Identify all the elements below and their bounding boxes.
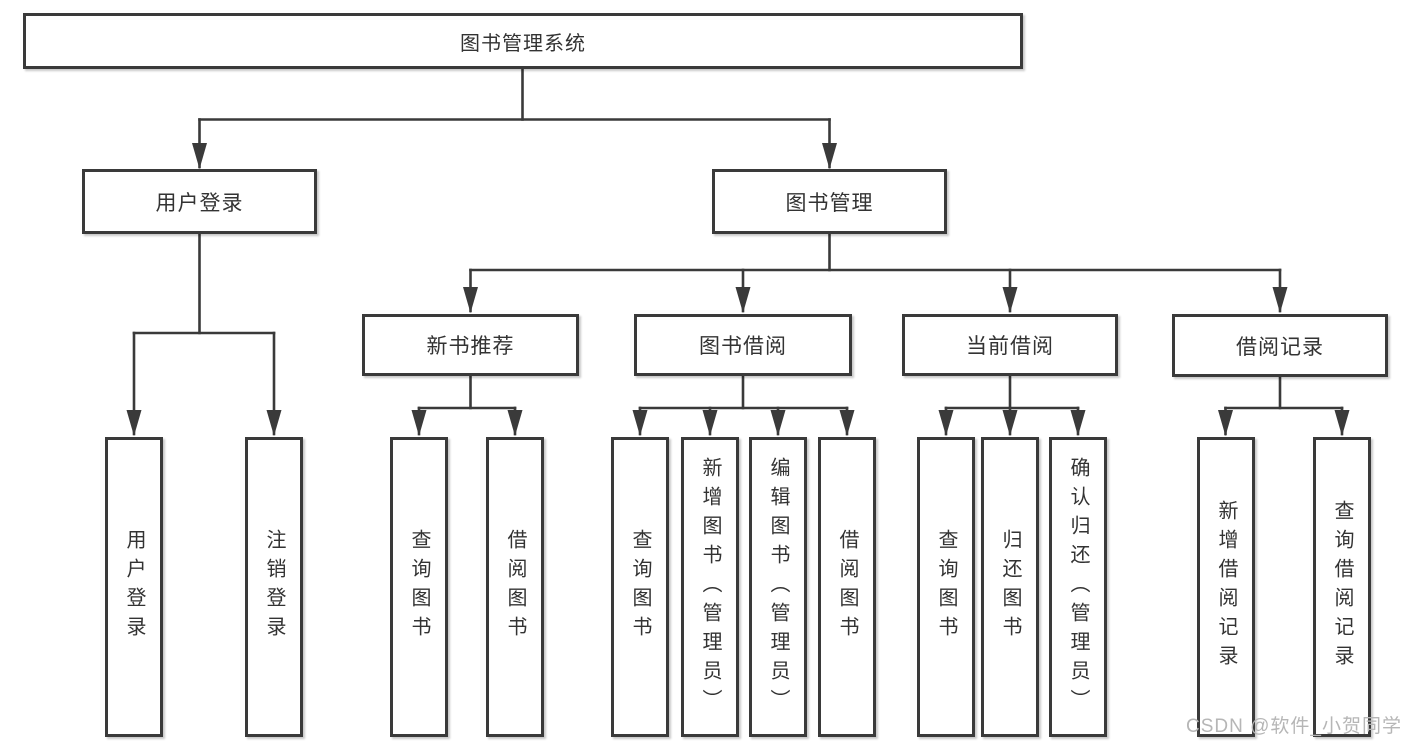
leaf-borrow-books-borrowing: 借阅图书 [818,437,876,737]
node-label: 编辑图书（管理员） [767,456,789,718]
leaf-query-borrow-record: 查询借阅记录 [1313,437,1371,737]
node-label: 查询借阅记录 [1331,500,1353,674]
node-label: 归还图书 [999,529,1021,645]
node-user-login: 用户登录 [82,169,317,234]
node-label: 确认归还（管理员） [1067,456,1089,718]
node-new-book-recommend: 新书推荐 [362,314,579,376]
node-label: 图书借阅 [699,335,787,358]
node-label: 注销登录 [263,529,285,645]
node-label: 新增图书（管理员） [699,456,721,718]
node-label: 图书管理系统 [460,32,586,55]
leaf-logout: 注销登录 [245,437,303,737]
node-label: 新书推荐 [426,335,515,358]
node-label: 图书管理 [785,191,874,215]
node-label: 用户登录 [155,191,244,215]
leaf-edit-book-admin: 编辑图书（管理员） [749,437,807,737]
leaf-borrow-books-recommend: 借阅图书 [486,437,544,737]
node-label: 查询图书 [629,529,651,645]
node-label: 借阅图书 [504,529,526,645]
node-label: 查询图书 [935,529,957,645]
node-label: 用户登录 [123,529,145,645]
leaf-add-borrow-record: 新增借阅记录 [1197,437,1255,737]
leaf-return-books: 归还图书 [981,437,1039,737]
node-book-borrowing: 图书借阅 [634,314,852,376]
watermark: CSDN @软件_小贺同学 [1186,716,1402,737]
node-root-system: 图书管理系统 [23,13,1023,69]
node-book-management: 图书管理 [712,169,947,234]
node-borrow-records: 借阅记录 [1172,314,1388,377]
node-label: 借阅记录 [1236,335,1324,359]
node-label: 当前借阅 [966,335,1054,358]
node-label: 借阅图书 [836,529,858,645]
leaf-query-books-current: 查询图书 [917,437,975,737]
node-label: 新增借阅记录 [1215,500,1237,674]
leaf-query-books-borrowing: 查询图书 [611,437,669,737]
leaf-confirm-return-admin: 确认归还（管理员） [1049,437,1107,737]
leaf-add-book-admin: 新增图书（管理员） [681,437,739,737]
node-current-borrowing: 当前借阅 [902,314,1118,376]
leaf-user-login: 用户登录 [105,437,163,737]
leaf-query-books-recommend: 查询图书 [390,437,448,737]
node-label: 查询图书 [408,529,430,645]
